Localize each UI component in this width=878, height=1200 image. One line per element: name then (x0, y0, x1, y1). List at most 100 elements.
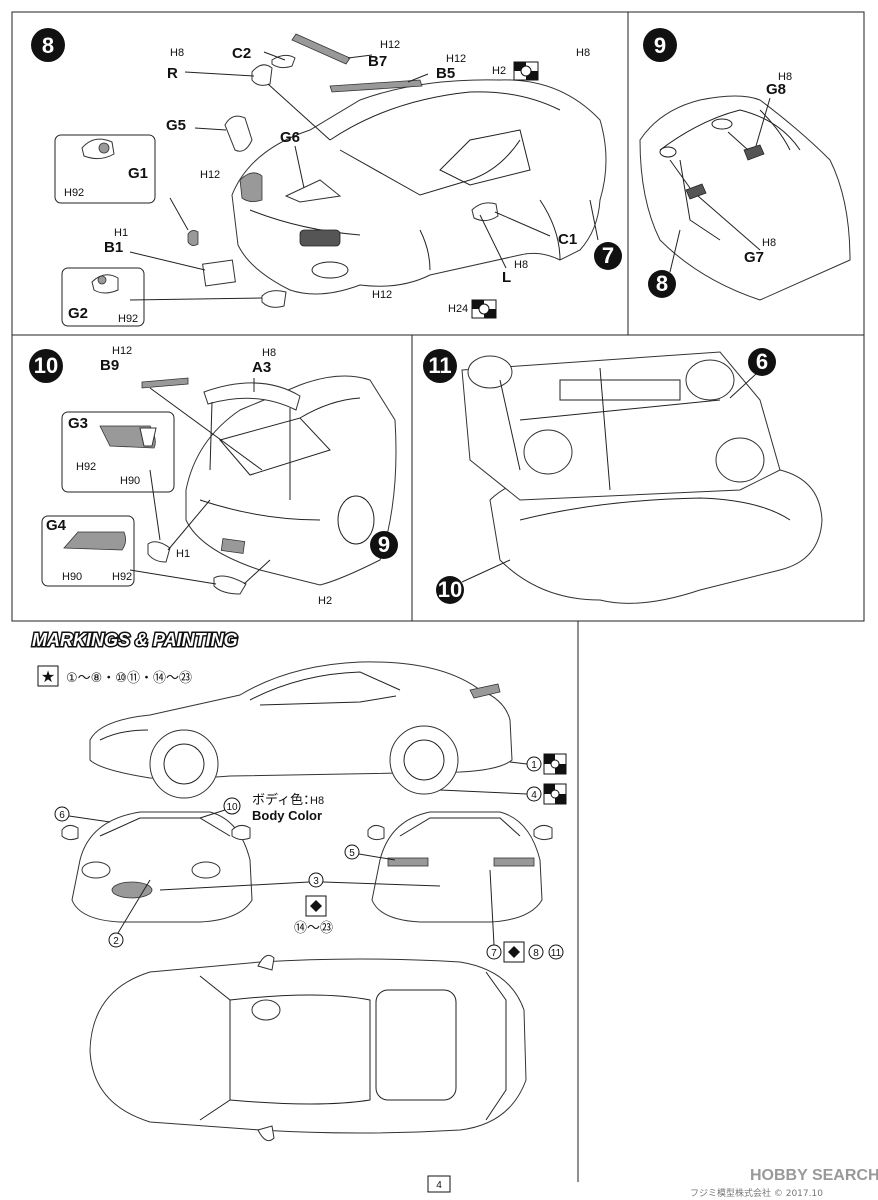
star-decal-list: ★ ①～⑧・⑩⑪・⑭～㉓ (37, 665, 192, 687)
label-g4: G4 (46, 517, 67, 534)
body-color-label: ボディ色： H8 Body Color (252, 792, 324, 823)
label-l: L (502, 269, 511, 286)
step-9-number: 9 (654, 33, 666, 58)
step-9: 9 G8 H8 G7 H8 8 (639, 28, 851, 301)
step-11-number: 11 (428, 353, 451, 378)
code-h8-l: H8 (514, 259, 528, 271)
part-g4-lamp (213, 575, 247, 595)
body-color-en: Body Color (252, 808, 322, 823)
part-g7-lamp (685, 183, 707, 200)
ref-step-10-badge (436, 576, 464, 604)
code-h12-g5: H12 (200, 169, 220, 181)
label-g8: G8 (766, 81, 786, 98)
step-8-leaders (129, 51, 599, 301)
markings-section: MARKINGS & PAINTING ★ ①～⑧・⑩⑪・⑭～㉓ ボディ色： H… (31, 629, 567, 1142)
svg-text:3: 3 (313, 876, 319, 887)
ref-step-10: 10 (438, 577, 462, 602)
svg-text:8: 8 (533, 948, 539, 959)
rear-view-car (367, 811, 553, 923)
step-9-badge (643, 28, 677, 62)
code-h8-g7: H8 (762, 237, 776, 249)
code-h2: H2 (492, 65, 506, 77)
label-c2: C2 (232, 45, 251, 62)
label-g1: G1 (128, 165, 148, 182)
code-h24: H24 (448, 303, 468, 315)
code-h12-b7: H12 (380, 39, 400, 51)
code-h1: H1 (114, 227, 128, 239)
paint-swatch-h2 (513, 61, 539, 81)
code-h8-r: H8 (170, 47, 184, 59)
part-b9-wiper (141, 377, 189, 389)
callout-4: 4 (439, 783, 567, 805)
part-g8-lamp (743, 144, 765, 161)
label-g7: G7 (744, 249, 764, 266)
ref-step-7: 7 (602, 243, 614, 268)
label-g3: G3 (68, 415, 88, 432)
step-10-leaders (129, 378, 291, 585)
code-h90-g4: H90 (62, 571, 82, 583)
body-color-code: H8 (310, 795, 324, 807)
part-g6-lens (284, 179, 342, 203)
watermark: HOBBY SEARCH (750, 1167, 878, 1184)
code-h92-g4: H92 (112, 571, 132, 583)
part-a3-spoiler (203, 382, 301, 411)
callout-10: 10 (199, 797, 241, 819)
callout-range: ⑭～㉓ (294, 921, 333, 936)
paint-swatch-h24 (471, 299, 497, 319)
callout-2: 2 (108, 879, 151, 948)
ref-step-7-badge (594, 242, 622, 270)
code-h12-b5: H12 (446, 53, 466, 65)
label-r: R (167, 65, 178, 82)
front-view-car (61, 811, 253, 923)
g1-inset-box (54, 134, 156, 204)
part-g1-lamp (187, 230, 199, 246)
body-color-jp: ボディ色： (252, 792, 316, 808)
side-view-car (89, 661, 513, 799)
code-h90-g3: H90 (120, 475, 140, 487)
callout-1: 1 (509, 753, 567, 775)
code-h92-g2: H92 (118, 313, 138, 325)
code-h92-g1: H92 (64, 187, 84, 199)
markings-title: MARKINGS & PAINTING (32, 630, 238, 650)
code-h8-body: H8 (576, 47, 590, 59)
label-b1: B1 (104, 239, 123, 256)
panel-borders (11, 11, 865, 1182)
decal-list-text: ①～⑧・⑩⑪・⑭～㉓ (66, 671, 192, 686)
part-g2-lamp (261, 290, 287, 308)
part-b1-plate (202, 259, 236, 287)
step-10-car-rear (185, 375, 397, 586)
code-h1: H1 (176, 548, 190, 560)
svg-text:6: 6 (59, 810, 65, 821)
callout-3: 3 ⑭～㉓ (159, 872, 441, 936)
label-g2: G2 (68, 305, 88, 322)
label-g5: G5 (166, 117, 186, 134)
footer: 4 HOBBY SEARCH フジミ模型株式会社 © 2017.10 (427, 1167, 878, 1199)
label-b5: B5 (436, 65, 455, 82)
code-h8-g8: H8 (778, 71, 792, 83)
step-9-car-rear (639, 95, 851, 301)
copyright: フジミ模型株式会社 © 2017.10 (690, 1187, 823, 1199)
ref-step-9-badge (370, 531, 398, 559)
part-b7-wiper (291, 33, 351, 65)
label-b7: B7 (368, 53, 387, 70)
star-icon: ★ (41, 667, 55, 686)
part-r-mirror (251, 64, 273, 86)
top-view-car (89, 954, 527, 1142)
callout-6: 6 (54, 806, 111, 823)
step-8-car-body (231, 79, 607, 295)
step-8-badge (31, 28, 65, 62)
page-number: 4 (436, 1180, 442, 1191)
step-9-leaders (669, 97, 771, 251)
callout-5: 5 (344, 844, 396, 861)
label-c1: C1 (558, 231, 577, 248)
code-h92-g3: H92 (76, 461, 96, 473)
callout-7-8-11: 7 8 11 (486, 869, 564, 963)
svg-text:2: 2 (113, 936, 119, 947)
svg-text:7: 7 (491, 948, 497, 959)
code-h8: H8 (262, 347, 276, 359)
step-8: 8 (31, 28, 622, 327)
part-g5-lens (224, 115, 253, 152)
svg-text:4: 4 (531, 790, 537, 801)
part-c1-mirror (471, 202, 499, 222)
ref-step-6-badge (748, 348, 776, 376)
